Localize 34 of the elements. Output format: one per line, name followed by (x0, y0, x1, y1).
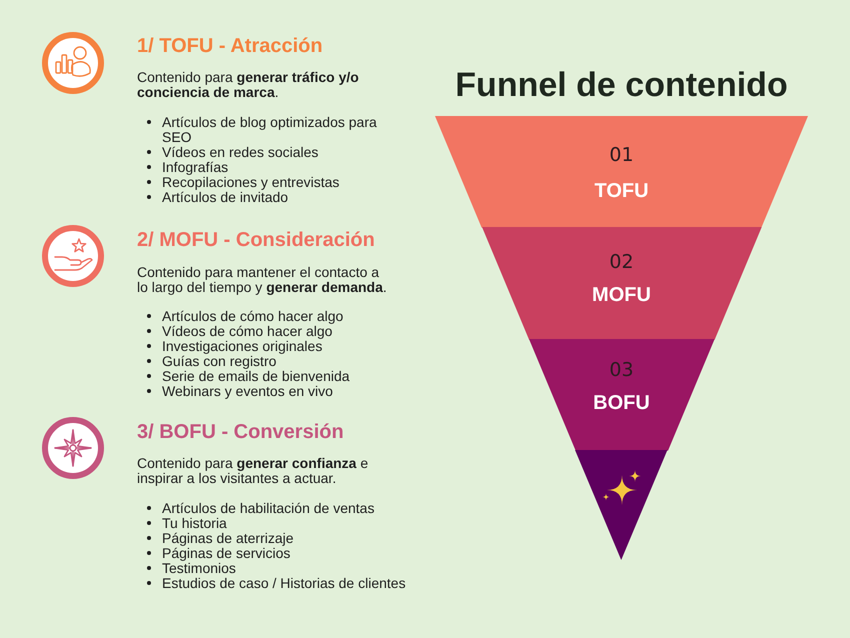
funnel-segment (528, 339, 714, 450)
list-item: Artículos de cómo hacer algo (147, 308, 432, 324)
step-number: 01 (609, 144, 634, 166)
step-number: 02 (609, 251, 634, 273)
list-item: Vídeos de cómo hacer algo (147, 324, 432, 338)
section-heading: 3/ BOFU - Conversión (137, 421, 344, 443)
list-item: Artículos de habilitación de ventas (147, 500, 432, 516)
intro-text: Contenido para generar confianza e inspirar a los visitantes a actuar. (137, 456, 370, 486)
funnel-segment (435, 116, 808, 227)
list-item: Infografías (147, 160, 390, 174)
stage-label: BOFU (593, 392, 650, 414)
intro-text: Contenido para generar tráfico y/o conciencia de marca. (137, 70, 360, 100)
step-number: 03 (609, 359, 634, 381)
list-item: Guías con registro (147, 354, 432, 368)
intro-text: Contenido para mantener el contacto a lo largo del tiempo y generar demanda. (137, 264, 388, 294)
diagram-title: Funnel de contenido (455, 67, 788, 103)
list-item: Páginas de aterrizaje (147, 530, 432, 546)
list-item: Artículos de blog optimizados para SEO (147, 114, 390, 144)
stage-label: TOFU (594, 180, 649, 202)
stage-label: MOFU (592, 284, 651, 306)
list-item: Investigaciones originales (147, 338, 432, 354)
list-item: Testimonios (147, 560, 432, 576)
funnel-segment (482, 227, 762, 339)
list-item: Artículos de invitado (147, 190, 390, 204)
list-item: Vídeos en redes sociales (147, 144, 390, 160)
list-item: Webinars y eventos en vivo (147, 384, 432, 398)
section-heading: 2/ MOFU - Consideración (137, 229, 375, 251)
list-item: Estudios de caso / Historias de clientes (147, 576, 432, 590)
list-item: Recopilaciones y entrevistas (147, 174, 390, 190)
list-item: Serie de emails de bienvenida (147, 368, 432, 384)
funnel-tip (575, 450, 668, 560)
list-item: Tu historia (147, 516, 432, 530)
section-heading: 1/ TOFU - Atracción (137, 35, 323, 57)
list-item: Páginas de servicios (147, 546, 432, 560)
